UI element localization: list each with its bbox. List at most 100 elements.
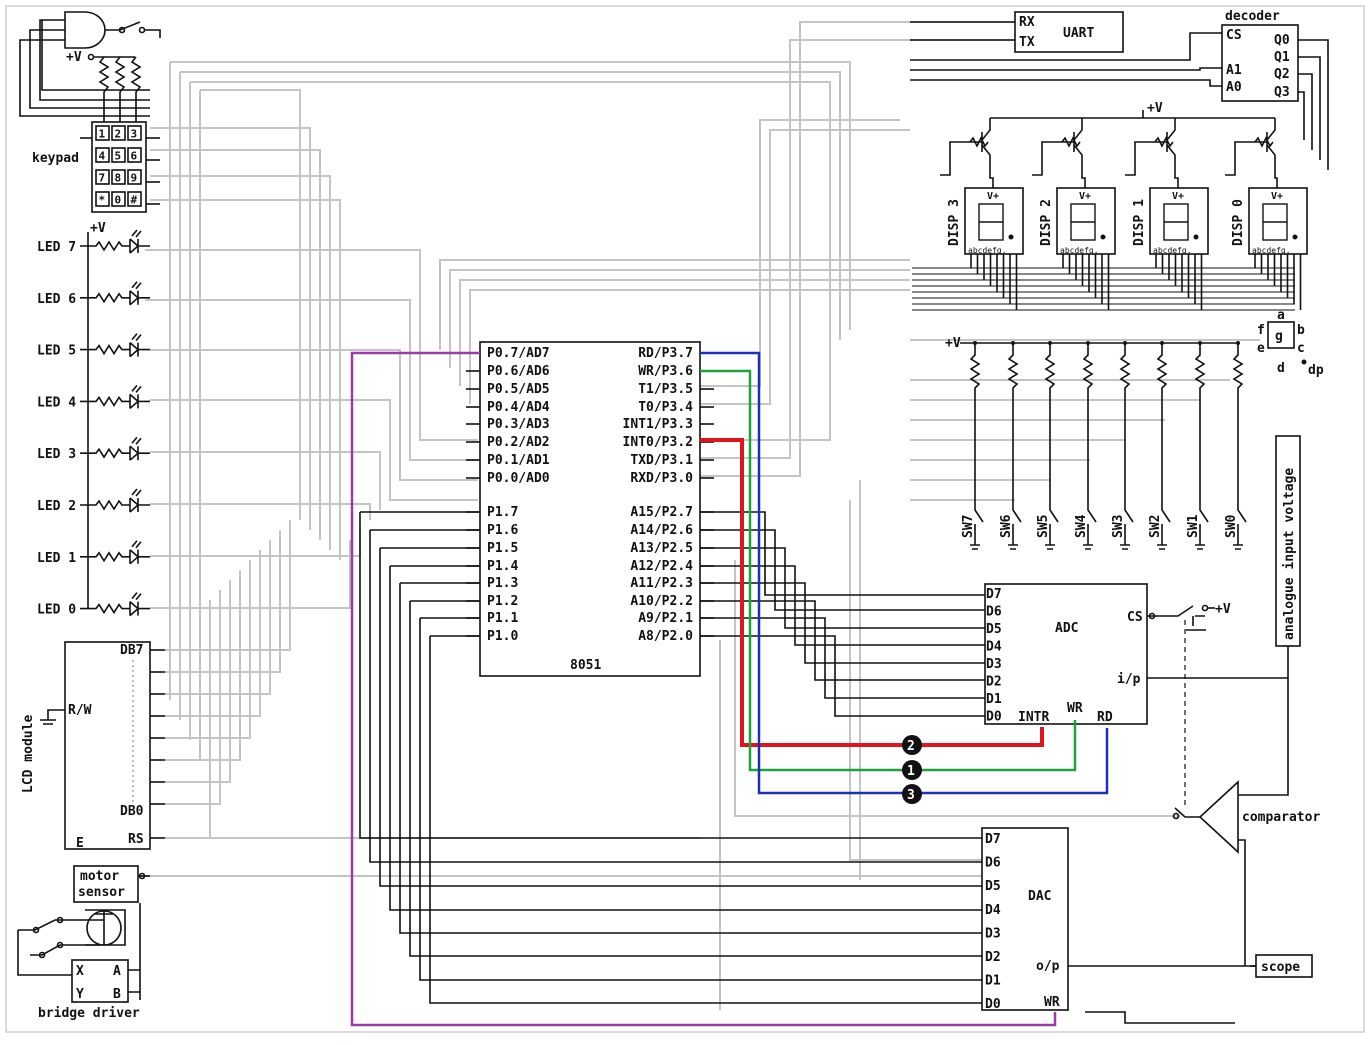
write-wire bbox=[700, 369, 1077, 772]
seven-seg-dp bbox=[1193, 234, 1199, 240]
segment-legend-b: b bbox=[1297, 323, 1305, 338]
keypad-key bbox=[111, 169, 126, 185]
adc-cs: CS bbox=[1127, 610, 1143, 625]
display-segments: abcdefg. bbox=[1153, 246, 1192, 255]
display-vplus: V+ bbox=[1172, 191, 1184, 202]
seven-seg-display bbox=[1056, 187, 1116, 255]
lcd-db7: DB7 bbox=[120, 643, 143, 658]
uart-tx: TX bbox=[1019, 35, 1035, 50]
mcu-left-pin: P1.5 bbox=[487, 541, 518, 556]
segment-legend-e: e bbox=[1257, 341, 1265, 356]
adc-data-pin: D1 bbox=[986, 692, 1002, 707]
led-label: LED 2 bbox=[37, 499, 76, 514]
switch-label: SW6 bbox=[999, 514, 1014, 538]
bridge-pin-x: X bbox=[76, 964, 84, 979]
mcu-left-pin: P0.0/AD0 bbox=[487, 471, 550, 486]
mcu-left-pin: P1.2 bbox=[487, 594, 518, 609]
switch-icon bbox=[1194, 343, 1209, 550]
transistor-icon bbox=[1032, 118, 1086, 188]
switch-node bbox=[1048, 341, 1052, 345]
segment-legend bbox=[1267, 321, 1307, 365]
mcu-right-pin: RXD/P3.0 bbox=[630, 471, 693, 486]
mcu-right-pin: T0/P3.4 bbox=[638, 400, 693, 415]
mcu-right-pin: A12/P2.4 bbox=[630, 559, 693, 574]
mcu-left-pin: P1.4 bbox=[487, 559, 518, 574]
mcu-right-pin: WR/P3.6 bbox=[638, 364, 693, 379]
transistor-resistor bbox=[1254, 136, 1274, 148]
segment-legend-c: c bbox=[1297, 341, 1305, 356]
decoder-q2: Q2 bbox=[1274, 67, 1290, 82]
dac-data-pin: D5 bbox=[985, 879, 1001, 894]
led-icon bbox=[80, 229, 150, 254]
keypad-key bbox=[111, 191, 126, 207]
led-icon bbox=[80, 436, 150, 461]
decoder-q1: Q1 bbox=[1274, 50, 1290, 65]
marker-1: 1 bbox=[902, 760, 922, 780]
keypad-key-label: 3 bbox=[131, 128, 138, 141]
keypad-key-label: 7 bbox=[99, 172, 106, 185]
keypad-key bbox=[95, 147, 110, 163]
mcu-right-pin: TXD/P3.1 bbox=[630, 453, 693, 468]
uart-rx: RX bbox=[1019, 15, 1035, 30]
bridge-pin-y: Y bbox=[76, 987, 84, 1002]
keypad-key bbox=[127, 125, 142, 141]
transistor-icon bbox=[1225, 118, 1278, 188]
mcu-right-pin: A11/P2.3 bbox=[630, 576, 693, 591]
decoder-cs: CS bbox=[1226, 28, 1242, 43]
mcu-left-pin: P1.0 bbox=[487, 629, 518, 644]
switch-icon bbox=[1044, 343, 1059, 550]
mcu-right-pin: RD/P3.7 bbox=[638, 346, 693, 361]
mcu-left-pin: P1.7 bbox=[487, 505, 518, 520]
and-gate-vplus: +V bbox=[66, 50, 82, 65]
adc-wr: WR bbox=[1067, 701, 1083, 716]
led-label: LED 5 bbox=[37, 344, 76, 359]
driver-vplus: +V bbox=[1147, 101, 1163, 116]
switch-label: SW0 bbox=[1224, 514, 1239, 538]
switch-icon bbox=[969, 343, 984, 550]
display-segments: abcdefg. bbox=[1252, 246, 1291, 255]
transistor-icon bbox=[1125, 118, 1179, 188]
mcu-left-pin: P0.5/AD5 bbox=[487, 382, 550, 397]
led-label: LED 4 bbox=[37, 395, 76, 410]
decoder-a0: A0 bbox=[1226, 80, 1242, 95]
mcu-left-pin: P1.1 bbox=[487, 611, 518, 626]
and-gate bbox=[19, 11, 161, 210]
adc-name: ADC bbox=[1055, 621, 1078, 636]
mcu-left-pin: P0.6/AD6 bbox=[487, 364, 550, 379]
keypad-key-label: 2 bbox=[115, 128, 122, 141]
transistor-icon bbox=[940, 118, 994, 188]
mcu-left-pin: P1.3 bbox=[487, 576, 518, 591]
sensor-label: sensor bbox=[78, 885, 125, 900]
adc-data-pin: D7 bbox=[986, 587, 1002, 602]
display-label: DISP 3 bbox=[947, 199, 962, 246]
mcu-right-pin: A14/P2.6 bbox=[630, 523, 693, 538]
led-vplus: +V bbox=[90, 221, 106, 236]
seven-seg-display bbox=[1248, 187, 1308, 255]
adc-data-pin: D0 bbox=[986, 710, 1002, 725]
seven-seg-dp bbox=[1008, 234, 1014, 240]
keypad-key bbox=[127, 169, 142, 185]
segment-legend-g: g bbox=[1275, 329, 1283, 344]
lcd-label: LCD module bbox=[21, 715, 36, 793]
dac-output: o/p bbox=[1036, 959, 1060, 974]
switch-icon bbox=[1007, 343, 1022, 550]
dac-name: DAC bbox=[1028, 889, 1051, 904]
decoder-q3: Q3 bbox=[1274, 85, 1290, 100]
seven-seg-dp bbox=[1292, 234, 1298, 240]
marker-3: 3 bbox=[902, 784, 922, 804]
lcd-module bbox=[40, 641, 165, 850]
adc-data-pin: D3 bbox=[986, 657, 1002, 672]
bridge-pin-b: B bbox=[113, 987, 121, 1002]
switch-vplus: +V bbox=[945, 336, 961, 351]
keypad-key bbox=[95, 125, 110, 141]
display-label: DISP 0 bbox=[1231, 199, 1246, 246]
diagram-frame bbox=[5, 5, 1365, 1033]
dac-data-pin: D1 bbox=[985, 974, 1001, 989]
led-label: LED 1 bbox=[37, 551, 76, 566]
keypad-key-label: 5 bbox=[115, 150, 122, 163]
switch-label: SW1 bbox=[1186, 514, 1201, 538]
seven-seg-displays: V+abcdefg.DISP 3V+abcdefg.DISP 2V+abcdef… bbox=[912, 187, 1308, 311]
keypad-key-label: 6 bbox=[131, 150, 138, 163]
analogue-input-label: analogue input voltage bbox=[1282, 468, 1297, 640]
